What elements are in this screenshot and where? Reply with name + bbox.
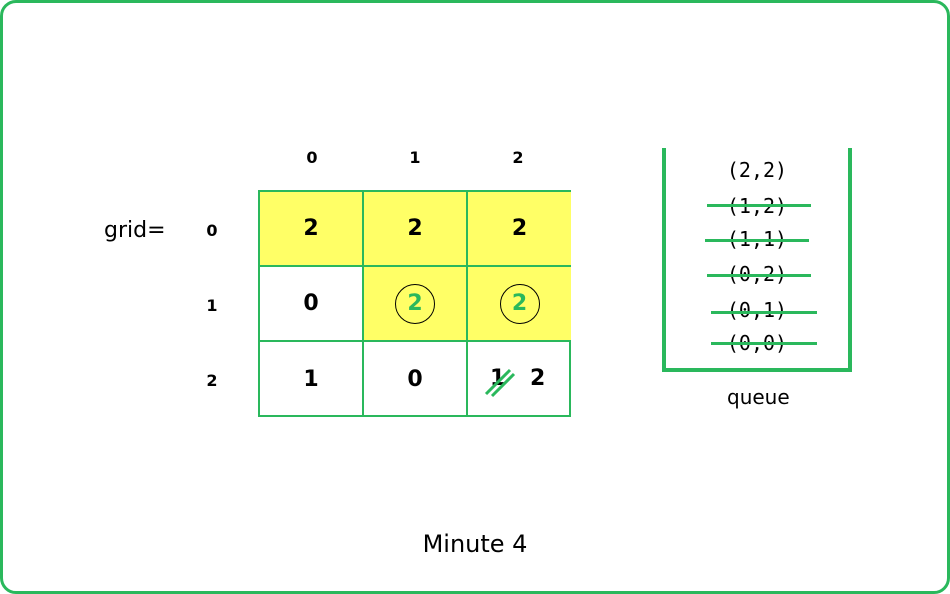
col-index-2: 2 bbox=[512, 148, 524, 167]
grid-cell-2-1: 0 bbox=[364, 342, 468, 417]
cell-value: 2 bbox=[407, 291, 423, 316]
row-index-2: 2 bbox=[206, 371, 218, 390]
row-index-0: 0 bbox=[206, 221, 218, 240]
cell-value: 2 bbox=[530, 366, 546, 391]
strike-line bbox=[707, 204, 811, 207]
circle-marker: 2 bbox=[395, 283, 435, 324]
grid-cell-2-2: 1 2 bbox=[468, 342, 571, 417]
queue-container: (2,2) (1,2) (1,1) (0,2) (0,1) (0,0) bbox=[662, 148, 852, 372]
minute-caption: Minute 4 bbox=[422, 530, 528, 558]
cell-value: 1 bbox=[303, 367, 319, 392]
strike-line bbox=[707, 274, 811, 277]
grid-cell-1-0: 0 bbox=[260, 267, 364, 342]
cell-value: 2 bbox=[407, 216, 423, 241]
strike-line bbox=[711, 311, 817, 314]
cell-value: 0 bbox=[407, 367, 423, 392]
row-index-1: 1 bbox=[206, 296, 218, 315]
cell-value: 0 bbox=[303, 291, 319, 316]
grid-cell-0-0: 2 bbox=[260, 192, 364, 267]
strike-line bbox=[705, 239, 809, 242]
double-strike-icon bbox=[484, 368, 516, 398]
cell-value: 2 bbox=[511, 216, 528, 241]
circle-marker: 2 bbox=[499, 283, 540, 324]
queue-item: (0,1) bbox=[726, 298, 788, 322]
grid-cell-0-2: 2 bbox=[468, 192, 571, 267]
grid-cell-1-1: 2 bbox=[364, 267, 468, 342]
grid-cell-1-2: 2 bbox=[468, 267, 571, 342]
cell-value: 2 bbox=[511, 291, 528, 316]
queue-label: queue bbox=[727, 385, 790, 409]
col-index-1: 1 bbox=[409, 148, 421, 167]
strike-line bbox=[711, 342, 817, 345]
grid-cell-2-0: 1 bbox=[260, 342, 364, 417]
cell-value: 2 bbox=[303, 216, 319, 241]
col-index-0: 0 bbox=[306, 148, 318, 167]
queue-item: (2,2) bbox=[726, 158, 788, 182]
orange-grid: 2 2 2 0 2 2 1 0 1 2 bbox=[258, 190, 571, 417]
grid-cell-0-1: 2 bbox=[364, 192, 468, 267]
grid-label: grid= bbox=[104, 218, 166, 243]
